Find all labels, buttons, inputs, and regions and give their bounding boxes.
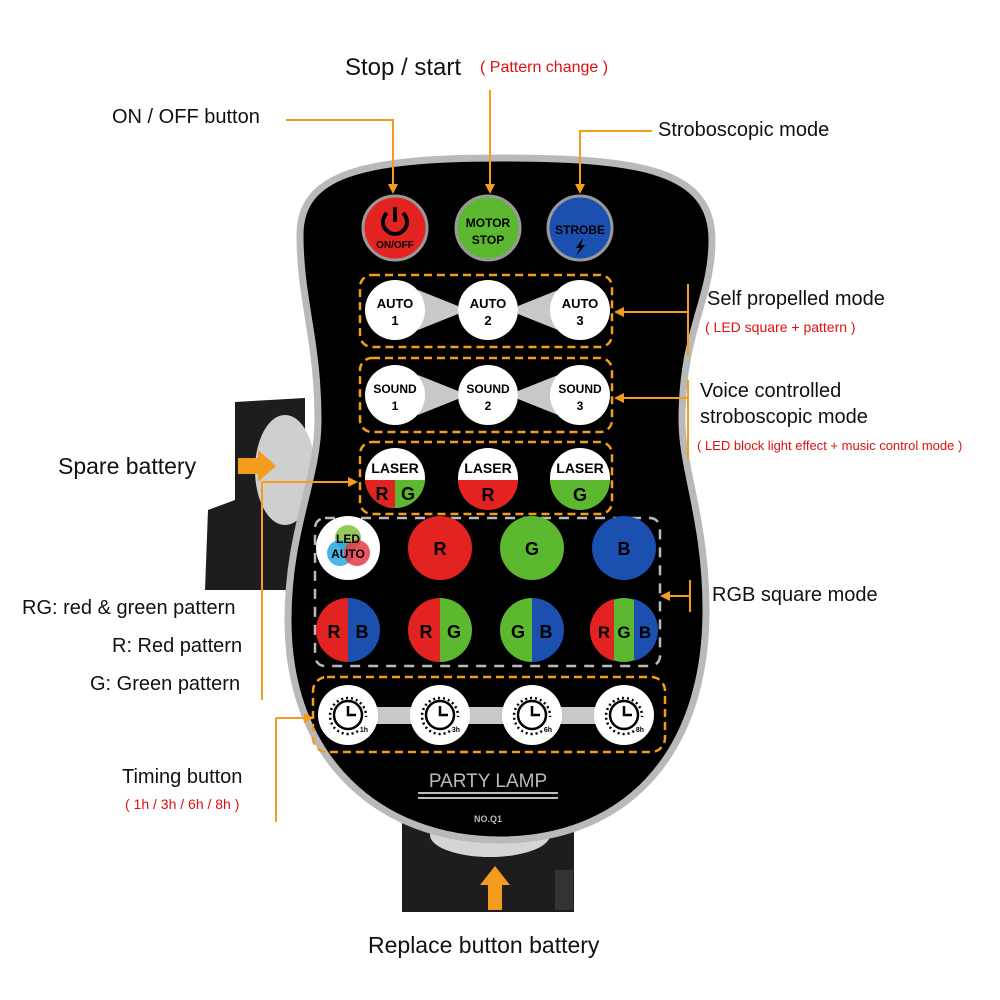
g-pattern-label: G: Green pattern [90, 673, 241, 695]
rgb-button[interactable]: R G B [589, 598, 659, 662]
self-propelled-note: ( LED square + pattern ) [705, 319, 856, 335]
laser-rg-button[interactable]: LASER R G [365, 448, 425, 509]
svg-text:B: B [356, 622, 369, 642]
svg-text:STOP: STOP [472, 233, 504, 247]
stop-start-label: Stop / start [345, 54, 462, 81]
strobe-button[interactable]: STROBE [546, 194, 614, 262]
sound-3-button[interactable]: SOUND 3 [550, 365, 610, 425]
callout-lines [261, 90, 691, 822]
clock-icon [512, 696, 552, 736]
svg-text:R: R [420, 622, 433, 642]
svg-text:R: R [328, 622, 341, 642]
replace-battery-label: Replace button battery [368, 932, 600, 958]
rgb-square-label: RGB square mode [712, 584, 878, 606]
clock-icon [420, 696, 460, 736]
spare-battery [205, 398, 315, 590]
self-propelled-label: Self propelled mode [707, 288, 885, 310]
laser-g-button[interactable]: LASER G [550, 448, 610, 510]
svg-text:SOUND: SOUND [373, 382, 417, 396]
svg-text:LASER: LASER [556, 460, 603, 476]
svg-text:SOUND: SOUND [466, 382, 510, 396]
svg-text:R: R [482, 485, 495, 505]
svg-text:G: G [617, 623, 630, 642]
lightning-icon [576, 238, 585, 256]
voice-controlled-label-1: Voice controlled [700, 380, 842, 402]
laser-r-button[interactable]: LASER R [458, 448, 518, 510]
svg-text:ON/OFF: ON/OFF [376, 240, 414, 251]
sound-1-button[interactable]: SOUND 1 [365, 365, 425, 425]
brand-label: PARTY LAMP [429, 771, 547, 792]
spare-arrow-icon [238, 450, 276, 482]
rb-button[interactable]: R B [316, 598, 380, 662]
svg-text:2: 2 [485, 399, 492, 413]
rg-button[interactable]: R G [408, 598, 472, 662]
timer-3h-button[interactable]: 3h [410, 685, 470, 745]
svg-text:R: R [598, 623, 610, 642]
svg-text:B: B [639, 623, 651, 642]
power-icon [381, 207, 409, 236]
svg-text:R: R [434, 539, 447, 559]
svg-text:3: 3 [577, 399, 584, 413]
timing-note: ( 1h / 3h / 6h / 8h ) [125, 796, 240, 812]
svg-text:LASER: LASER [464, 460, 511, 476]
timer-1h-button[interactable]: 1h [318, 685, 378, 745]
auto-3-button[interactable]: AUTO 3 [550, 280, 610, 340]
gb-button[interactable]: G B [500, 598, 564, 662]
svg-text:AUTO: AUTO [562, 296, 599, 311]
timer-8h-button[interactable]: 8h [594, 685, 654, 745]
pattern-change-note: ( Pattern change ) [480, 59, 609, 76]
timer-label: 6h [544, 727, 552, 734]
svg-text:AUTO: AUTO [377, 296, 414, 311]
timing-button-label: Timing button [122, 766, 243, 788]
svg-text:1: 1 [391, 313, 398, 328]
svg-text:SOUND: SOUND [558, 382, 602, 396]
on-off-button[interactable]: ON/OFF [361, 194, 429, 262]
svg-text:R: R [376, 484, 389, 504]
blue-button[interactable]: B [592, 516, 656, 580]
svg-text:AUTO: AUTO [331, 547, 365, 561]
svg-text:AUTO: AUTO [470, 296, 507, 311]
voice-controlled-note: ( LED block light effect + music control… [697, 438, 963, 453]
timer-label: 8h [636, 727, 644, 734]
svg-text:G: G [525, 539, 539, 559]
spare-battery-label: Spare battery [58, 453, 197, 479]
r-pattern-label: R: Red pattern [112, 635, 243, 657]
svg-text:B: B [540, 622, 553, 642]
svg-text:G: G [447, 622, 461, 642]
svg-text:B: B [618, 539, 631, 559]
svg-text:G: G [573, 485, 587, 505]
led-auto-button[interactable]: LED AUTO [316, 516, 380, 580]
model-label: NO.Q1 [474, 814, 502, 824]
svg-text:3: 3 [576, 313, 583, 328]
replace-arrow-icon [480, 866, 510, 910]
svg-text:LED: LED [336, 532, 360, 546]
clock-icon [328, 696, 368, 736]
timer-label: 1h [360, 727, 368, 734]
rg-pattern-label: RG: red & green pattern [22, 597, 236, 619]
auto-1-button[interactable]: AUTO 1 [365, 280, 425, 340]
green-button[interactable]: G [500, 516, 564, 580]
motor-stop-button[interactable]: MOTOR STOP [454, 194, 522, 262]
timer-label: 3h [452, 727, 460, 734]
red-button[interactable]: R [408, 516, 472, 580]
svg-text:MOTOR: MOTOR [466, 216, 511, 230]
svg-text:STROBE: STROBE [555, 223, 605, 237]
on-off-label: ON / OFF button [112, 106, 260, 128]
svg-text:LASER: LASER [371, 460, 418, 476]
svg-text:2: 2 [484, 313, 491, 328]
svg-text:G: G [511, 622, 525, 642]
svg-text:1: 1 [392, 399, 399, 413]
clock-icon [604, 696, 644, 736]
voice-controlled-label-2: stroboscopic mode [700, 406, 868, 428]
stroboscopic-label: Stroboscopic mode [658, 119, 830, 141]
sound-2-button[interactable]: SOUND 2 [458, 365, 518, 425]
timer-6h-button[interactable]: 6h [502, 685, 562, 745]
svg-text:G: G [401, 484, 415, 504]
auto-2-button[interactable]: AUTO 2 [458, 280, 518, 340]
